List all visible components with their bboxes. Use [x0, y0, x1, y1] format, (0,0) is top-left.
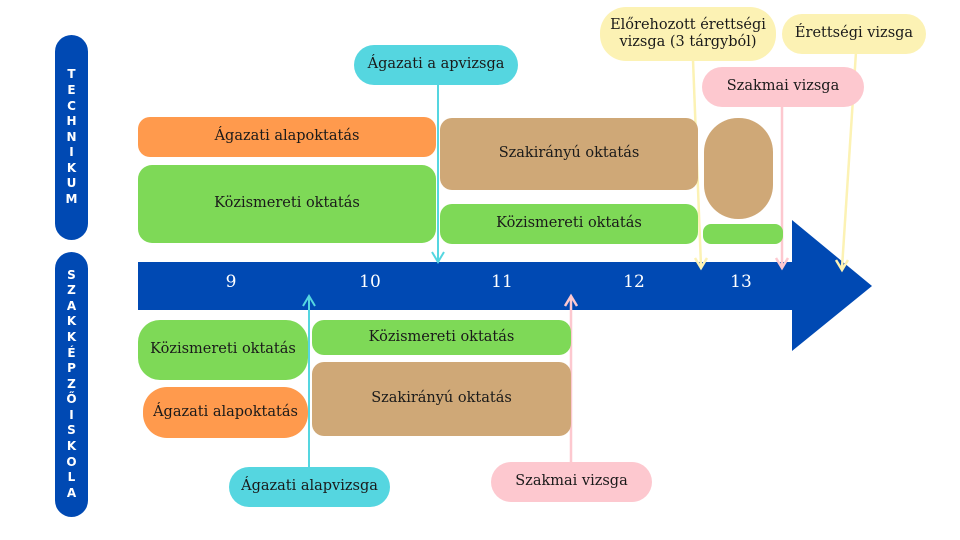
szakkepzo-letter: É: [67, 345, 76, 360]
year-13: 13: [730, 272, 752, 292]
szak-agazati-alapvizsga-badge: Ágazati alapvizsga: [229, 467, 390, 507]
szakkepzo-letter: L: [67, 470, 76, 485]
szakkepzo-letter: I: [69, 407, 74, 422]
year-11: 11: [491, 272, 513, 292]
year-10: 10: [359, 272, 381, 292]
szakkepzo-letter: K: [66, 439, 77, 454]
technikum-letter: K: [66, 160, 77, 175]
szakkepzo-letter: S: [67, 423, 76, 438]
tech-agazati-alapvizsga-badge: Ágazati a apvizsga: [354, 45, 518, 85]
szak-szakiranyu-box: Szakirányú oktatás: [312, 362, 571, 436]
szak-szakmai-vizsga-badge: Szakmai vizsga: [491, 462, 652, 502]
timeline-arrow: [138, 220, 872, 351]
technikum-letter: N: [66, 129, 77, 144]
szak-kozismereti-box-2: Közismereti oktatás: [312, 320, 571, 355]
szakkepzo-letter: S: [67, 267, 76, 282]
szakkepzo-letter: Z: [67, 283, 76, 298]
technikum-letter: T: [67, 67, 76, 82]
szakkepzo-letter: Z: [67, 376, 76, 391]
tech-szakiranyu-box: Szakirányú oktatás: [440, 118, 698, 190]
szakkepzo-letter: K: [66, 314, 77, 329]
tech-kozismereti-13-box: [703, 224, 783, 244]
technikum-letter: H: [66, 114, 77, 129]
tech-erettsegi-vizsga-badge: Érettségi vizsga: [782, 14, 926, 54]
szakkepzo-letter: A: [66, 485, 77, 500]
szak-agazati-alapoktatas-box: Ágazati alapoktatás: [143, 387, 308, 438]
tech-szakmai-vizsga-badge: Szakmai vizsga: [702, 67, 864, 107]
tech-kozismereti-box-2: Közismereti oktatás: [440, 204, 698, 244]
technikum-letter: E: [67, 82, 76, 97]
technikum-letter: U: [66, 176, 77, 191]
szakkepzo-letter: K: [66, 329, 77, 344]
szakkepzo-letter: O: [66, 454, 77, 469]
year-12: 12: [623, 272, 645, 292]
tech-eloreh-erettsegi-badge: Előrehozott érettségi vizsga (3 tárgyból…: [600, 7, 776, 61]
technikum-letter: I: [69, 145, 74, 160]
year-9: 9: [225, 272, 237, 292]
szakkepzo-letter: Ő: [66, 392, 77, 407]
szak-kozismereti-box-1: Közismereti oktatás: [138, 320, 308, 380]
szakkepzo-letter: P: [67, 361, 76, 376]
technikum-letter: M: [65, 192, 78, 207]
szakkepzo-letter: A: [66, 298, 77, 313]
tech-szakiranyu-13-box: [704, 118, 773, 219]
tech-kozismereti-box-1: Közismereti oktatás: [138, 165, 436, 243]
technikum-letter: C: [67, 98, 76, 113]
tech-agazati-alapoktatas-box: Ágazati alapoktatás: [138, 117, 436, 157]
